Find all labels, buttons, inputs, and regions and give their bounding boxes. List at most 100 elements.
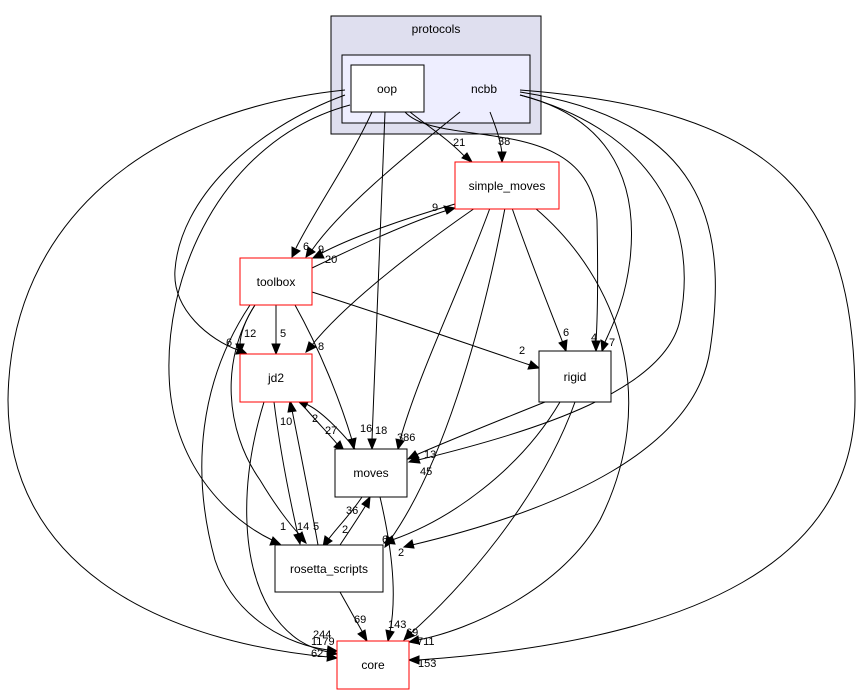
edge-oop-core bbox=[7, 89, 346, 658]
edge-simple-moves-rs bbox=[389, 207, 506, 541]
edge-rigid-rs bbox=[391, 401, 561, 541]
node-box bbox=[239, 257, 313, 306]
arrowhead bbox=[461, 152, 474, 163]
node-simple-moves[interactable]: simple_moves bbox=[454, 161, 560, 210]
edge-label[interactable]: 5 bbox=[313, 521, 319, 533]
edge-label[interactable]: 62 bbox=[311, 648, 323, 660]
arrowhead bbox=[287, 399, 297, 413]
edge-label[interactable]: 20 bbox=[325, 254, 337, 266]
node-toolbox[interactable]: toolbox bbox=[239, 257, 313, 306]
edge-moves-jd2 bbox=[305, 403, 357, 451]
arrowhead bbox=[271, 343, 281, 356]
node-box bbox=[454, 161, 560, 210]
edge-label[interactable]: 6 bbox=[303, 241, 309, 253]
edge-ncbb-moves-right bbox=[417, 94, 685, 461]
node-rigid[interactable]: rigid bbox=[538, 350, 612, 403]
edge-toolbox-rigid bbox=[311, 291, 531, 366]
node-box bbox=[239, 353, 313, 403]
edge-simple-moves-toolbox bbox=[319, 203, 456, 255]
arrowhead bbox=[305, 341, 317, 353]
node-oop[interactable]: oop bbox=[350, 64, 425, 113]
edge-label[interactable]: 244 bbox=[313, 629, 331, 641]
edge-label[interactable]: 45 bbox=[420, 466, 432, 478]
arrowhead bbox=[291, 246, 301, 258]
edge-label[interactable]: 12 bbox=[244, 328, 256, 340]
edge-label[interactable]: 1179 bbox=[311, 636, 335, 648]
arrowhead bbox=[361, 495, 371, 509]
edge-label[interactable]: 153 bbox=[418, 658, 436, 670]
node-label: rosetta_scripts bbox=[290, 562, 368, 576]
arrowhead bbox=[406, 450, 420, 460]
edge-label[interactable]: 69 bbox=[406, 627, 418, 639]
arrowhead bbox=[443, 205, 457, 215]
edge-rs-core bbox=[339, 591, 364, 634]
edge-toolbox-simple-moves bbox=[311, 209, 449, 269]
edge-moves-core bbox=[379, 496, 394, 633]
edge-label[interactable]: 6 bbox=[563, 327, 569, 339]
arrowhead bbox=[407, 655, 420, 665]
edge-label[interactable]: 21 bbox=[453, 137, 465, 149]
edge-label[interactable]: 143 bbox=[388, 619, 406, 631]
arrowhead bbox=[322, 535, 333, 549]
arrowhead bbox=[591, 340, 601, 353]
node-label: oop bbox=[377, 82, 397, 96]
edge-label[interactable]: 9 bbox=[432, 202, 438, 214]
cluster-protocols-label: protocols bbox=[412, 22, 461, 36]
node-label: toolbox bbox=[257, 275, 296, 289]
edge-label[interactable]: 6 bbox=[226, 337, 232, 349]
edge-ncbb-toolbox bbox=[311, 111, 461, 251]
node-rosetta-scripts[interactable]: rosetta_scripts bbox=[274, 544, 384, 593]
edge-simple-moves-jd2 bbox=[311, 207, 476, 346]
arrowhead bbox=[395, 438, 405, 451]
edge-toolbox-rs bbox=[230, 304, 301, 536]
arrowhead bbox=[347, 437, 357, 451]
edge-label[interactable]: 2 bbox=[398, 547, 404, 559]
edge-label[interactable]: 2 bbox=[519, 345, 525, 357]
edge-label[interactable]: 6 bbox=[382, 534, 388, 546]
edge-label[interactable]: 8 bbox=[318, 341, 324, 353]
node-box bbox=[336, 640, 410, 690]
node-jd2[interactable]: jd2 bbox=[239, 353, 313, 403]
node-label: rigid bbox=[564, 370, 587, 384]
arrowhead bbox=[326, 652, 339, 662]
edge-jd2-core bbox=[246, 401, 329, 653]
arrowhead bbox=[357, 629, 368, 643]
edge-label[interactable]: 27 bbox=[325, 425, 337, 437]
edge-ncbb-jd2 bbox=[174, 94, 346, 351]
node-box bbox=[538, 350, 612, 403]
edge-moves-rs bbox=[327, 496, 363, 541]
node-core[interactable]: core bbox=[336, 640, 410, 690]
edge-label[interactable]: 4 bbox=[591, 332, 597, 344]
arrowhead bbox=[305, 246, 316, 258]
edge-label[interactable]: 13 bbox=[424, 449, 436, 461]
edge-label[interactable]: 9 bbox=[318, 244, 324, 256]
edge-toolbox-core bbox=[201, 304, 329, 651]
edge-toolbox-moves bbox=[294, 304, 353, 441]
edge-rs-moves bbox=[339, 504, 367, 546]
edge-label[interactable]: 10 bbox=[280, 416, 292, 428]
node-label: jd2 bbox=[267, 371, 284, 385]
edge-label[interactable]: 69 bbox=[354, 614, 366, 626]
node-moves[interactable]: moves bbox=[334, 448, 408, 498]
edge-label[interactable]: 38 bbox=[498, 136, 510, 148]
arrowhead bbox=[407, 635, 420, 645]
arrowhead bbox=[385, 629, 395, 643]
edge-label[interactable]: 16 bbox=[360, 423, 372, 435]
edge-oop-rigid bbox=[404, 111, 599, 343]
edge-label[interactable]: 14 bbox=[297, 521, 309, 533]
edge-label[interactable]: 5 bbox=[280, 328, 286, 340]
arrowhead bbox=[403, 629, 415, 641]
edge-label[interactable]: 7 bbox=[609, 337, 615, 349]
edge-label[interactable]: 386 bbox=[397, 432, 415, 444]
node-label: core bbox=[361, 658, 385, 672]
arrowhead bbox=[402, 539, 415, 549]
cluster-ncbb-label: ncbb bbox=[471, 82, 497, 96]
edge-ncbb-simple-moves-2 bbox=[489, 111, 503, 154]
edge-label[interactable]: 1 bbox=[280, 521, 286, 533]
edge-label[interactable]: 2 bbox=[312, 413, 318, 425]
edge-label[interactable]: 711 bbox=[417, 636, 435, 648]
edge-label[interactable]: 36 bbox=[346, 505, 358, 517]
edge-label[interactable]: 18 bbox=[375, 425, 387, 437]
edge-label[interactable]: 2 bbox=[342, 524, 348, 536]
arrowhead bbox=[497, 151, 507, 164]
